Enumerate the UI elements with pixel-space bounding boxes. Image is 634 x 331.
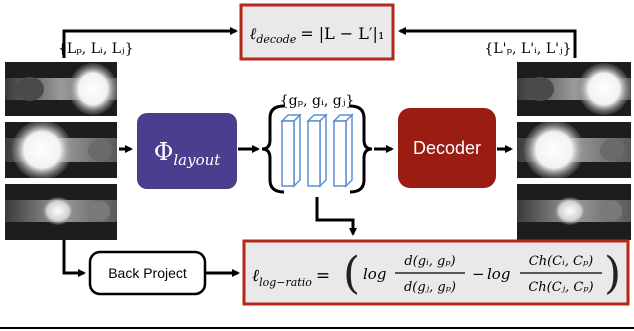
- loss-ratio-minus: −: [472, 265, 485, 283]
- arrow-inputs-to-loss: [62, 27, 238, 58]
- encoder-box: [137, 113, 237, 189]
- arrow-inputs-to-back-project: [62, 240, 86, 277]
- loss-ratio-frac1-num: d(gᵢ, gₚ): [404, 254, 455, 269]
- arrow-outputs-to-loss: [398, 27, 577, 58]
- output-image-p: [517, 62, 631, 116]
- loss-decode-box: [239, 3, 395, 61]
- loss-decode-formula: ℓdecode= |L − L′|₁: [250, 24, 385, 46]
- loss-ratio-subscript: log−ratio: [259, 276, 312, 289]
- loss-ratio-frac1-den: d(gⱼ, gₚ): [404, 280, 456, 295]
- features-bracket-left: [261, 104, 285, 194]
- feature-vector-p: [280, 113, 302, 188]
- loss-log-ratio-formula: ℓlog−ratio= ( log d(gᵢ, gₚ) d(gⱼ, gₚ) − …: [252, 248, 621, 299]
- svg-text:ℓlog−ratio=: ℓlog−ratio=: [252, 266, 330, 289]
- decoder-box: [398, 108, 496, 188]
- input-image-i: [5, 122, 117, 178]
- svg-text:): ): [604, 248, 621, 299]
- input-image-j: [5, 184, 117, 240]
- features-label: {gₚ, gᵢ, gⱼ}: [280, 93, 355, 109]
- features-bracket-right: [349, 104, 373, 194]
- encoder-label: Φlayout: [154, 138, 222, 169]
- feature-vector-j: [332, 113, 354, 188]
- svg-text:(: (: [343, 248, 360, 299]
- loss-ratio-frac2-den: Ch(Cⱼ, Cₚ): [528, 280, 593, 295]
- input-set-label: {Lₚ, Lᵢ, Lⱼ}: [58, 41, 134, 57]
- loss-ratio-log-2: log: [487, 265, 510, 283]
- output-image-i: [517, 122, 631, 178]
- output-image-j: [517, 184, 631, 240]
- input-image-p: [5, 62, 117, 116]
- arrow-features-to-loss: [315, 197, 357, 236]
- back-project-box: [88, 250, 207, 296]
- loss-ratio-log-1: log: [363, 265, 386, 283]
- back-project-label: Back Project: [108, 265, 187, 281]
- decoder-label: Decoder: [413, 138, 481, 158]
- loss-ratio-frac2-num: Ch(Cᵢ, Cₚ): [529, 254, 593, 269]
- output-set-label: {L'ₚ, L'ᵢ, L'ⱼ}: [484, 41, 571, 57]
- feature-vector-i: [306, 113, 328, 188]
- loss-ratio-symbol: ℓ: [252, 266, 259, 286]
